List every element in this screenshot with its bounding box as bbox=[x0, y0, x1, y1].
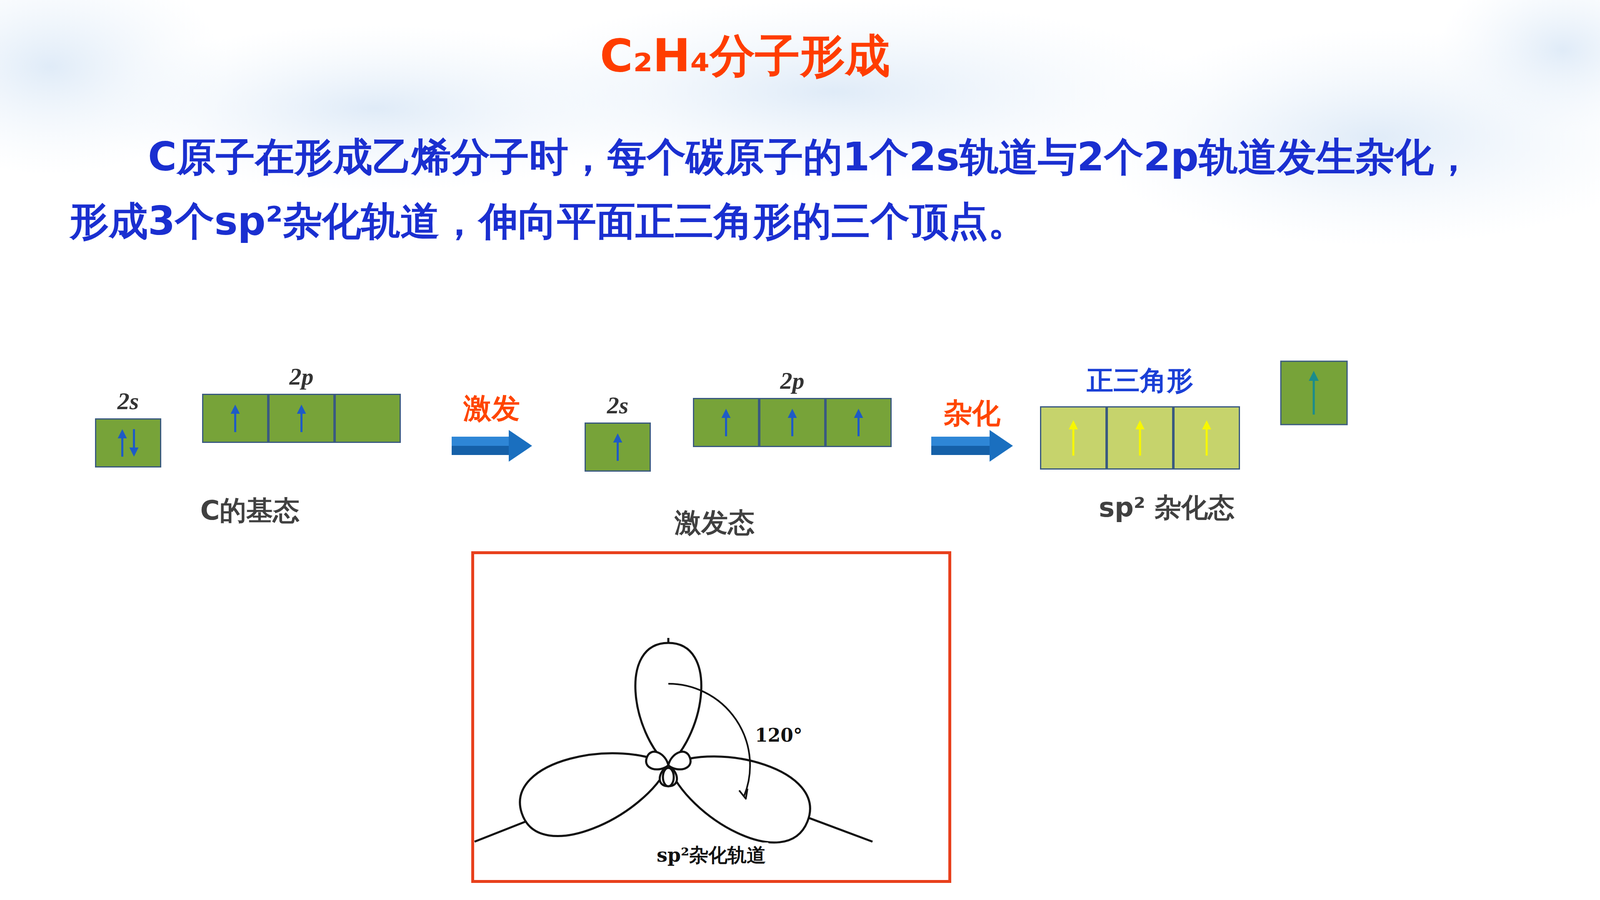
orbital-cell bbox=[202, 394, 268, 443]
state-caption: C的基态 bbox=[200, 492, 300, 529]
sp2-orbital-figure bbox=[474, 637, 873, 856]
block-arrow bbox=[931, 436, 990, 455]
orbital-cell bbox=[95, 419, 161, 468]
orbital-cell bbox=[826, 398, 892, 447]
state-caption: sp² 杂化态 bbox=[1098, 489, 1235, 526]
electron-arrowhead bbox=[1202, 420, 1212, 430]
electron-arrowhead bbox=[297, 404, 307, 414]
orbital-cells bbox=[95, 418, 162, 468]
p-orbital-box bbox=[1280, 361, 1348, 425]
slide-title: C₂H₄分子形成 bbox=[600, 25, 890, 87]
electron-arrow bbox=[725, 417, 728, 437]
orbital-label: 2p bbox=[289, 362, 314, 391]
orbital-cells bbox=[202, 393, 401, 443]
orbital-label: 正三角形 bbox=[1086, 362, 1194, 399]
electron-arrow bbox=[300, 412, 303, 433]
electron-arrowhead bbox=[854, 408, 864, 418]
electron-arrowhead bbox=[787, 408, 798, 418]
electron-arrowhead bbox=[613, 433, 623, 443]
process-label: 杂化 bbox=[943, 394, 1001, 433]
electron-arrow bbox=[857, 417, 860, 437]
electron-arrow bbox=[1072, 428, 1075, 456]
orbital-cell bbox=[1040, 407, 1107, 470]
electron-arrow bbox=[791, 417, 794, 437]
orbital-cell bbox=[335, 394, 401, 443]
electron-arrow bbox=[132, 429, 135, 449]
orbital-label: 2s bbox=[117, 387, 140, 415]
orbital-cell bbox=[269, 394, 335, 443]
electron-arrow bbox=[1205, 428, 1208, 456]
electron-arrow bbox=[616, 441, 619, 461]
orbital-box: 2p bbox=[202, 393, 401, 443]
orbital-label: 2p bbox=[780, 366, 805, 395]
process-label: 激发 bbox=[463, 389, 520, 428]
orbital-cell bbox=[1174, 407, 1240, 470]
electron-arrow bbox=[121, 437, 124, 457]
orbital-label: 2s bbox=[607, 391, 629, 420]
figure-frame: sp²杂化轨道 bbox=[471, 551, 952, 883]
electron-arrowhead bbox=[1135, 420, 1145, 430]
block-arrow bbox=[451, 436, 509, 455]
angle-label: 120° bbox=[753, 724, 805, 746]
orbital-cells bbox=[692, 397, 892, 448]
orbital-cells bbox=[1040, 406, 1240, 470]
orbital-box: 2s bbox=[584, 422, 651, 472]
orbital-box: 正三角形 bbox=[1040, 406, 1240, 470]
intro-paragraph: C原子在形成乙烯分子时，每个碳原子的1个2s轨道与2个2p轨道发生杂化，形成3个… bbox=[69, 125, 1499, 254]
orbital-box: 2s bbox=[95, 418, 162, 468]
electron-arrowhead bbox=[117, 429, 128, 439]
orbital-cell bbox=[693, 398, 759, 447]
electron-arrowhead bbox=[129, 447, 139, 457]
orbital-cells bbox=[584, 422, 651, 472]
state-caption: 激发态 bbox=[674, 504, 755, 541]
electron-arrow bbox=[1139, 428, 1142, 456]
electron-arrow bbox=[234, 412, 237, 433]
orbital-cell bbox=[585, 423, 651, 472]
orbital-box: 2p bbox=[692, 397, 892, 448]
orbital-cell bbox=[760, 398, 825, 447]
orbital-cell bbox=[1107, 407, 1173, 470]
figure-caption: sp²杂化轨道 bbox=[654, 842, 769, 869]
electron-arrowhead bbox=[1068, 420, 1078, 430]
electron-arrowhead bbox=[230, 404, 240, 414]
electron-arrowhead bbox=[721, 408, 731, 418]
